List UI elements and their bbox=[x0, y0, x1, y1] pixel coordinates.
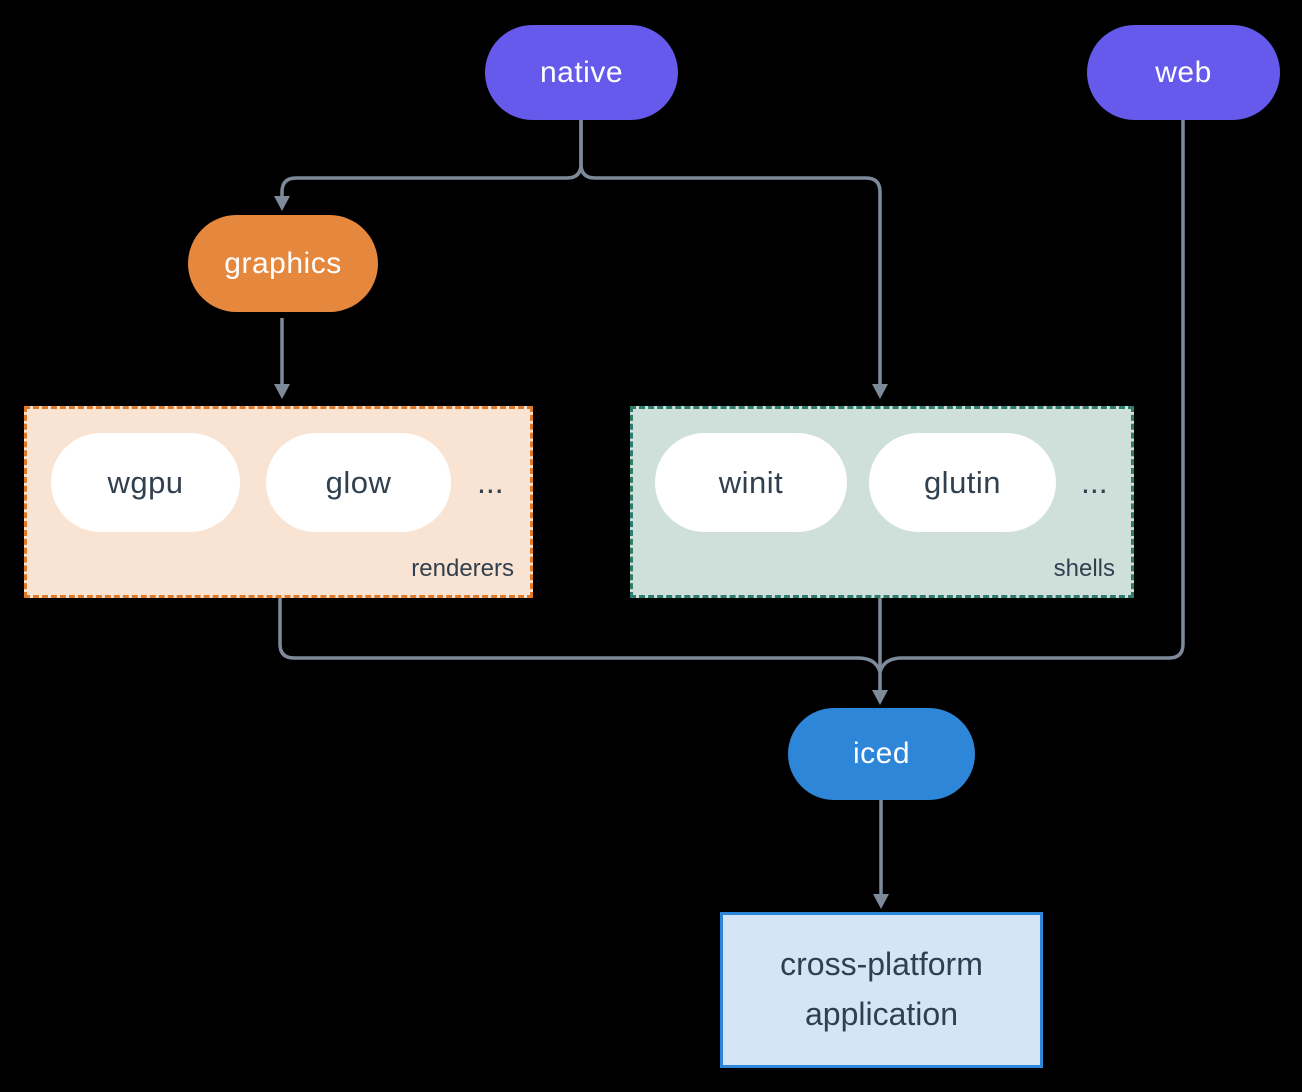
node-native-label: native bbox=[539, 55, 624, 89]
arrowhead-application bbox=[873, 894, 889, 909]
node-graphics: graphics bbox=[188, 215, 378, 312]
node-glow: glow bbox=[266, 433, 451, 532]
edge-web-iced bbox=[878, 120, 1185, 673]
node-wgpu-label: wgpu bbox=[107, 464, 184, 500]
node-glutin-label: glutin bbox=[923, 464, 1002, 500]
node-winit-label: winit bbox=[718, 464, 784, 500]
renderers-ellipsis: ... bbox=[477, 464, 504, 500]
arrowhead-iced bbox=[872, 690, 888, 705]
node-wgpu: wgpu bbox=[51, 433, 240, 532]
node-glow-label: glow bbox=[325, 464, 392, 500]
shells-ellipsis: ... bbox=[1081, 464, 1108, 500]
node-web: web bbox=[1087, 25, 1280, 120]
node-application: cross-platform application bbox=[720, 912, 1043, 1068]
renderers-group-label: renderers bbox=[411, 555, 514, 582]
node-winit: winit bbox=[655, 433, 847, 532]
group-shells: winit glutin ... shells bbox=[630, 406, 1134, 598]
node-iced: iced bbox=[788, 708, 975, 800]
edge-native-shells bbox=[579, 120, 882, 385]
arrowhead-shells bbox=[872, 384, 888, 399]
shells-group-label: shells bbox=[1053, 555, 1115, 582]
edge-native-graphics bbox=[280, 120, 583, 197]
node-native: native bbox=[485, 25, 678, 120]
arrowhead-renderers bbox=[274, 384, 290, 399]
group-renderers: wgpu glow ... renderers bbox=[24, 406, 533, 598]
edge-renderers-iced bbox=[278, 598, 882, 673]
node-glutin: glutin bbox=[869, 433, 1056, 532]
node-graphics-label: graphics bbox=[224, 246, 342, 280]
arrowhead-graphics bbox=[274, 196, 290, 211]
node-web-label: web bbox=[1155, 55, 1212, 89]
node-iced-label: iced bbox=[852, 737, 911, 770]
node-application-label: cross-platform application bbox=[780, 946, 983, 1032]
